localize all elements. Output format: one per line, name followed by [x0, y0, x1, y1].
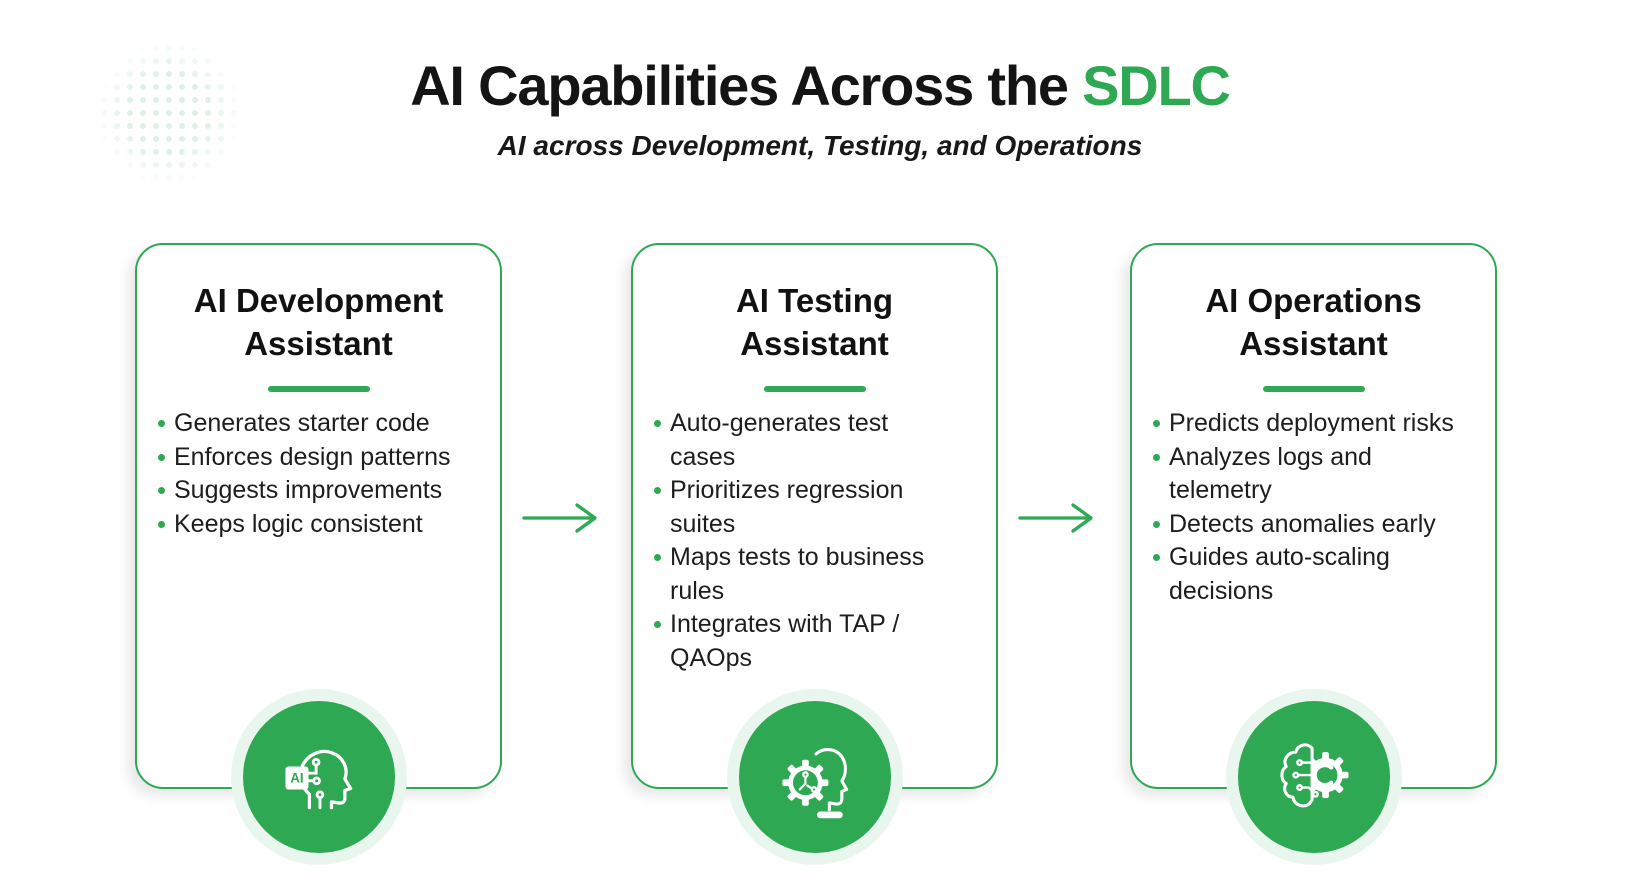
icon-halo: AI: [230, 689, 407, 865]
title-underline: [267, 386, 370, 392]
title-underline: [763, 386, 866, 392]
bullet-item: Integrates with TAP / QAOps: [653, 608, 960, 675]
bullet-item: Predicts deployment risks: [1152, 407, 1459, 441]
ai-chip: [284, 766, 308, 790]
icon-halo: [726, 689, 903, 865]
bullet-item: Analyzes logs and telemetry: [1152, 441, 1459, 508]
bullet-item: Auto-generates test cases: [653, 407, 960, 474]
flow-arrow-dev-to-testing: [522, 503, 597, 533]
bullet-item: Maps tests to business rules: [653, 541, 960, 608]
card-title-line2: Assistant: [244, 325, 393, 362]
bullet-item: Detects anomalies early: [1152, 508, 1459, 542]
card-title: AI Operations Assistant: [1140, 279, 1487, 365]
card-bullet-list: Generates starter code Enforces design p…: [137, 407, 500, 541]
bullet-item: Prioritizes regression suites: [653, 474, 960, 541]
card-title: AI Testing Assistant: [641, 279, 988, 365]
icon-badge: AI: [242, 701, 395, 853]
bullet-item: Guides auto-scaling decisions: [1152, 541, 1459, 608]
bullet-item: Enforces design patterns: [157, 441, 464, 475]
page-title-main: AI Capabilities Across the: [410, 54, 1069, 117]
icon-badge: [738, 701, 891, 853]
ai-chip-label: AI: [290, 771, 303, 786]
page-subtitle: AI across Development, Testing, and Oper…: [497, 130, 1143, 161]
card-title-line1: AI Operations: [1205, 282, 1422, 319]
title-underline: [1262, 386, 1365, 392]
icon-halo: [1225, 689, 1402, 865]
page-title: AI Capabilities Across the SDLC: [0, 54, 1640, 118]
card-title: AI Development Assistant: [145, 279, 492, 365]
card-title-line1: AI Testing: [735, 282, 894, 319]
bullet-item: Suggests improvements: [157, 474, 464, 508]
bullet-item: Keeps logic consistent: [157, 508, 464, 542]
card-bullet-list: Auto-generates test cases Prioritizes re…: [633, 407, 996, 675]
card-title-line1: AI Development: [193, 282, 444, 319]
card-ai-operations-assistant: AI Operations Assistant Predicts deploym…: [1130, 243, 1497, 865]
page-title-accent: SDLC: [1082, 54, 1231, 117]
brain-gear-icon: [1279, 743, 1348, 808]
flow-arrow-testing-to-operations: [1018, 503, 1093, 533]
card-title-line2: Assistant: [1239, 325, 1388, 362]
card-bullet-list: Predicts deployment risks Analyzes logs …: [1132, 407, 1495, 608]
card-ai-testing-assistant: AI Testing Assistant Auto-generates test…: [631, 243, 998, 865]
bullet-item: Generates starter code: [157, 407, 464, 441]
card-ai-development-assistant: AI Development Assistant Generates start…: [135, 243, 502, 865]
halftone-dots-decoration: [96, 40, 242, 186]
icon-badge: [1237, 701, 1390, 853]
gear-head-icon: [781, 748, 848, 819]
header: AI Capabilities Across the SDLC AI acros…: [0, 54, 1640, 162]
card-title-line2: Assistant: [740, 325, 889, 362]
ai-head-chip-icon: AI: [284, 749, 352, 810]
